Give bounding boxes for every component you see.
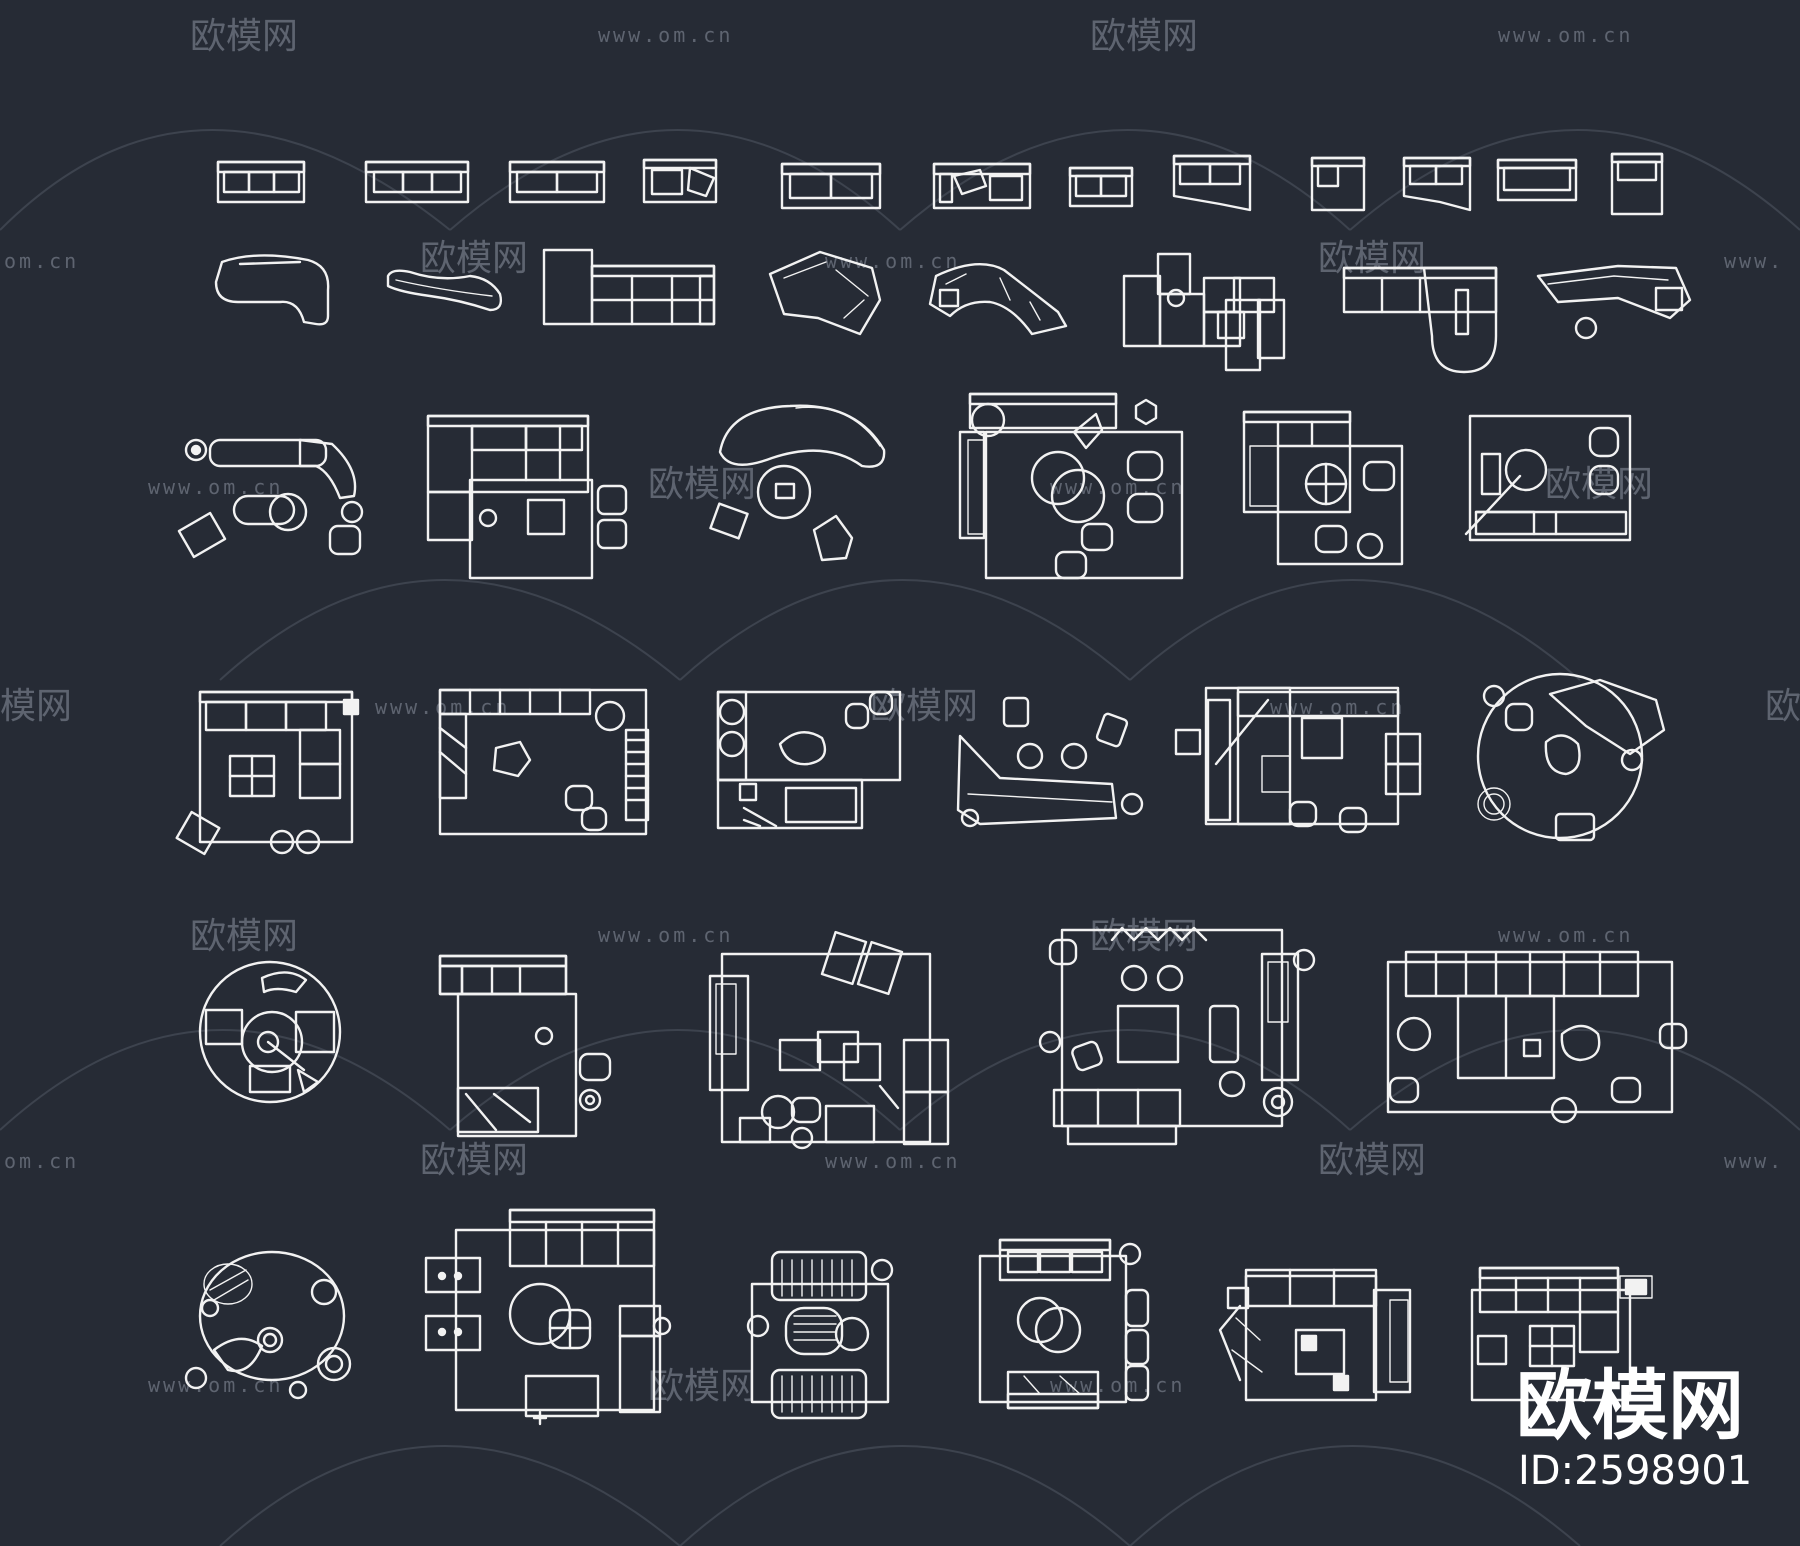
lounge-set <box>177 438 364 559</box>
living-layout <box>1038 926 1316 1146</box>
watermark-url-partial: www. <box>1724 249 1784 273</box>
watermark-logo: 欧模网 <box>1318 238 1426 279</box>
curved-sofa <box>1536 264 1692 340</box>
living-layout <box>1218 1268 1412 1402</box>
layout-row-6 <box>184 1208 1653 1426</box>
watermark-logo: 欧模网 <box>420 1140 528 1181</box>
sofa-block <box>1068 166 1134 208</box>
watermark-logo: 欧模网 <box>648 1366 756 1407</box>
sectional-sofa <box>1122 252 1286 372</box>
sofa-block <box>1496 158 1578 202</box>
watermark-logo: 欧模网 <box>1090 916 1198 957</box>
brand-overlay: 欧模网 ID:2598901 <box>1516 1361 1752 1494</box>
watermark-url-partial: www. <box>1724 1149 1784 1173</box>
watermark-logo: 欧模网 <box>420 238 528 279</box>
living-layout <box>958 392 1184 580</box>
watermark-url: www.om.cn <box>375 695 510 719</box>
lounge-set <box>709 404 886 562</box>
sofa-block <box>780 162 882 210</box>
living-layout <box>716 690 902 830</box>
living-layout <box>746 1250 894 1420</box>
watermark-arcs <box>0 129 1800 1546</box>
living-layout <box>1242 410 1404 566</box>
sofa-block <box>932 162 1032 210</box>
watermark-url-partial: om.cn <box>4 1149 79 1173</box>
sectional-sofa <box>1342 266 1498 374</box>
curved-sofa <box>768 250 882 336</box>
living-layout <box>426 414 628 580</box>
sofa-row-1 <box>216 152 1664 216</box>
living-layout <box>1174 686 1422 834</box>
watermark-logo: 欧模网 <box>190 16 298 57</box>
watermark-url: www.om.cn <box>598 23 733 47</box>
sofa-block <box>1610 152 1664 216</box>
watermark-logo: 欧模网 <box>190 916 298 957</box>
watermark-logo-partial: 模网 <box>0 686 72 727</box>
sectional-sofa <box>214 254 330 326</box>
living-layout <box>1470 1266 1653 1402</box>
brand-logo: 欧模网 <box>1516 1361 1744 1450</box>
living-layout <box>424 1208 672 1426</box>
watermark-url-partial: om.cn <box>4 249 79 273</box>
watermark-url: www.om.cn <box>148 1373 283 1397</box>
living-layout <box>708 930 950 1150</box>
layout-row-4 <box>175 672 1666 856</box>
living-layout <box>978 1238 1150 1410</box>
watermark-logo: 欧模网 <box>648 464 756 505</box>
sofa-block <box>1310 156 1366 212</box>
watermark-url: www.om.cn <box>825 1149 960 1173</box>
sofa-block <box>364 160 470 204</box>
layout-row-3 <box>177 392 1632 580</box>
sofa-block <box>1402 156 1472 212</box>
sofa-block <box>1172 154 1252 212</box>
layout-row-5 <box>198 926 1688 1150</box>
lounge-set <box>956 696 1144 828</box>
living-layout <box>438 688 650 836</box>
watermark-url: www.om.cn <box>1050 475 1185 499</box>
watermark-logo: 欧模网 <box>1090 16 1198 57</box>
watermark-url: www.om.cn <box>1498 23 1633 47</box>
sofa-block <box>642 158 718 204</box>
brand-id: ID:2598901 <box>1518 1448 1752 1494</box>
round-lounge <box>198 960 342 1104</box>
living-layout <box>1464 414 1632 542</box>
sectional-sofa <box>542 248 716 326</box>
sofa-block <box>216 160 306 204</box>
watermark-logo: 欧模网 <box>1318 1140 1426 1181</box>
living-layout <box>1386 950 1688 1124</box>
round-lounge <box>1476 672 1666 842</box>
curved-sofa <box>928 263 1068 336</box>
watermark-logo-partial: 欧 <box>1765 686 1800 727</box>
sofa-row-2 <box>214 248 1692 374</box>
watermark-url: www.om.cn <box>1498 923 1633 947</box>
sofa-block <box>508 160 606 204</box>
round-lounge <box>184 1250 352 1400</box>
watermark-url: www.om.cn <box>598 923 733 947</box>
curved-sofa <box>386 269 503 312</box>
living-layout <box>175 690 360 856</box>
living-layout <box>438 954 612 1138</box>
watermark-layer: 欧模网 www.om.cn 欧模网 www.om.cn om.cn 欧模网 ww… <box>0 16 1800 1407</box>
watermark-logo: 欧模网 <box>1545 464 1653 505</box>
